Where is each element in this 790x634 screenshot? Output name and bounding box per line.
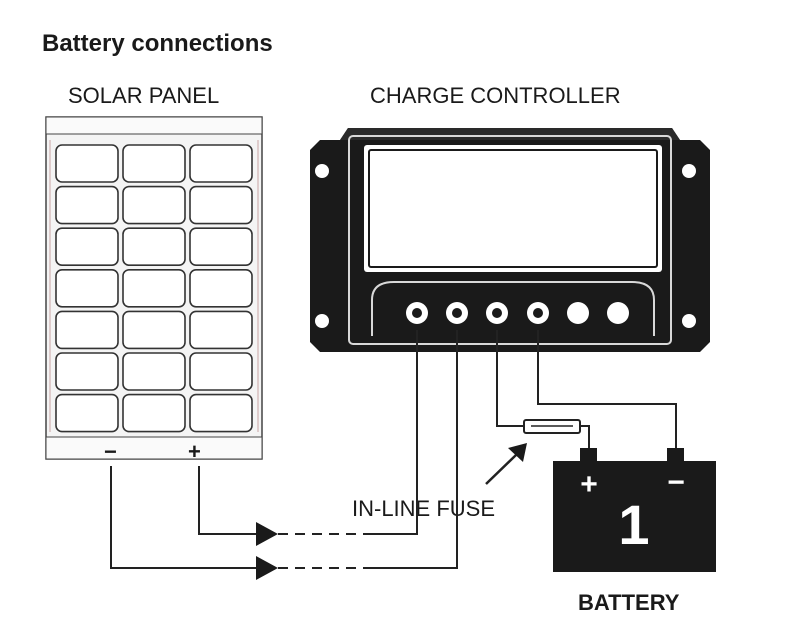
battery-negative-symbol: −: [667, 466, 685, 499]
controller-terminal-1: [406, 302, 428, 324]
solar-cell: [122, 144, 186, 183]
in-line-fuse-label: IN-LINE FUSE: [352, 496, 495, 521]
controller-terminal-6: [607, 302, 629, 324]
solar-cell: [55, 268, 119, 308]
solar-panel-label: SOLAR PANEL: [68, 83, 219, 108]
mount-hole-icon: [682, 314, 696, 328]
wire-controller-to-battery-negative: [537, 330, 677, 448]
solar-cell: [189, 352, 253, 391]
solar-cell: [55, 144, 119, 183]
solar-panel-junction-strip: [45, 436, 263, 460]
solar-cell: [55, 227, 119, 266]
wire-fuse-to-battery-positive: [580, 425, 590, 448]
controller-terminal-2: [446, 302, 468, 324]
screw-terminal-icon: [452, 308, 462, 318]
battery-positive-symbol: +: [580, 468, 598, 501]
solar-cell: [122, 185, 186, 225]
wire-solar-negative: [110, 466, 260, 569]
mount-hole-icon: [315, 164, 329, 178]
solar-cell: [189, 268, 253, 308]
battery-number: 1: [618, 493, 649, 556]
solar-cell: [55, 185, 119, 225]
charge-controller-terminal-panel: [371, 281, 655, 336]
screw-terminal-icon: [492, 308, 502, 318]
solar-cell: [189, 310, 253, 350]
battery-positive-post: [580, 448, 597, 462]
charge-controller-display-bezel: [368, 149, 658, 268]
fuse-pointer-arrow-shaft: [485, 454, 517, 485]
solar-cell: [189, 227, 253, 266]
solar-cell: [122, 268, 186, 308]
wire-controller-solar-positive: [370, 330, 418, 535]
solar-panel: − +: [45, 116, 263, 464]
solar-panel-cell-grid: [55, 144, 253, 433]
solar-cell: [122, 227, 186, 266]
solar-panel-negative-terminal: −: [104, 439, 117, 464]
solar-cell: [189, 393, 253, 433]
solar-cell: [55, 310, 119, 350]
charge-controller-inner-border: [348, 135, 672, 345]
solar-panel-top-rail: [45, 116, 263, 135]
connector-arrow-icon: [256, 522, 278, 546]
wire-controller-solar-negative: [370, 330, 458, 569]
solar-cell: [189, 185, 253, 225]
wire-solar-positive: [198, 466, 260, 535]
diagram-title: Battery connections: [42, 30, 273, 57]
solar-cell: [55, 393, 119, 433]
battery-body: [553, 461, 716, 572]
fuse-pointer-arrow-icon: [508, 443, 527, 462]
wiring: [110, 330, 677, 580]
battery: + − 1: [553, 448, 716, 572]
charge-controller-label: CHARGE CONTROLLER: [370, 83, 621, 108]
wire-controller-to-fuse: [496, 330, 524, 427]
solar-cell: [122, 310, 186, 350]
solar-cell: [189, 144, 253, 183]
solar-cell: [55, 352, 119, 391]
battery-negative-post: [667, 448, 684, 462]
solar-cell: [122, 393, 186, 433]
battery-label: BATTERY: [578, 590, 680, 615]
mount-hole-icon: [315, 314, 329, 328]
controller-terminal-3: [486, 302, 508, 324]
controller-terminal-4: [527, 302, 549, 324]
solar-cell: [122, 352, 186, 391]
controller-terminal-5: [567, 302, 589, 324]
solar-panel-positive-terminal: +: [188, 439, 201, 464]
connector-arrow-icon: [256, 556, 278, 580]
charge-controller-top-bevel: [340, 128, 680, 140]
charge-controller-display: [364, 145, 662, 272]
charge-controller: [310, 128, 710, 352]
screw-terminal-icon: [533, 308, 543, 318]
mount-hole-icon: [682, 164, 696, 178]
screw-terminal-icon: [412, 308, 422, 318]
